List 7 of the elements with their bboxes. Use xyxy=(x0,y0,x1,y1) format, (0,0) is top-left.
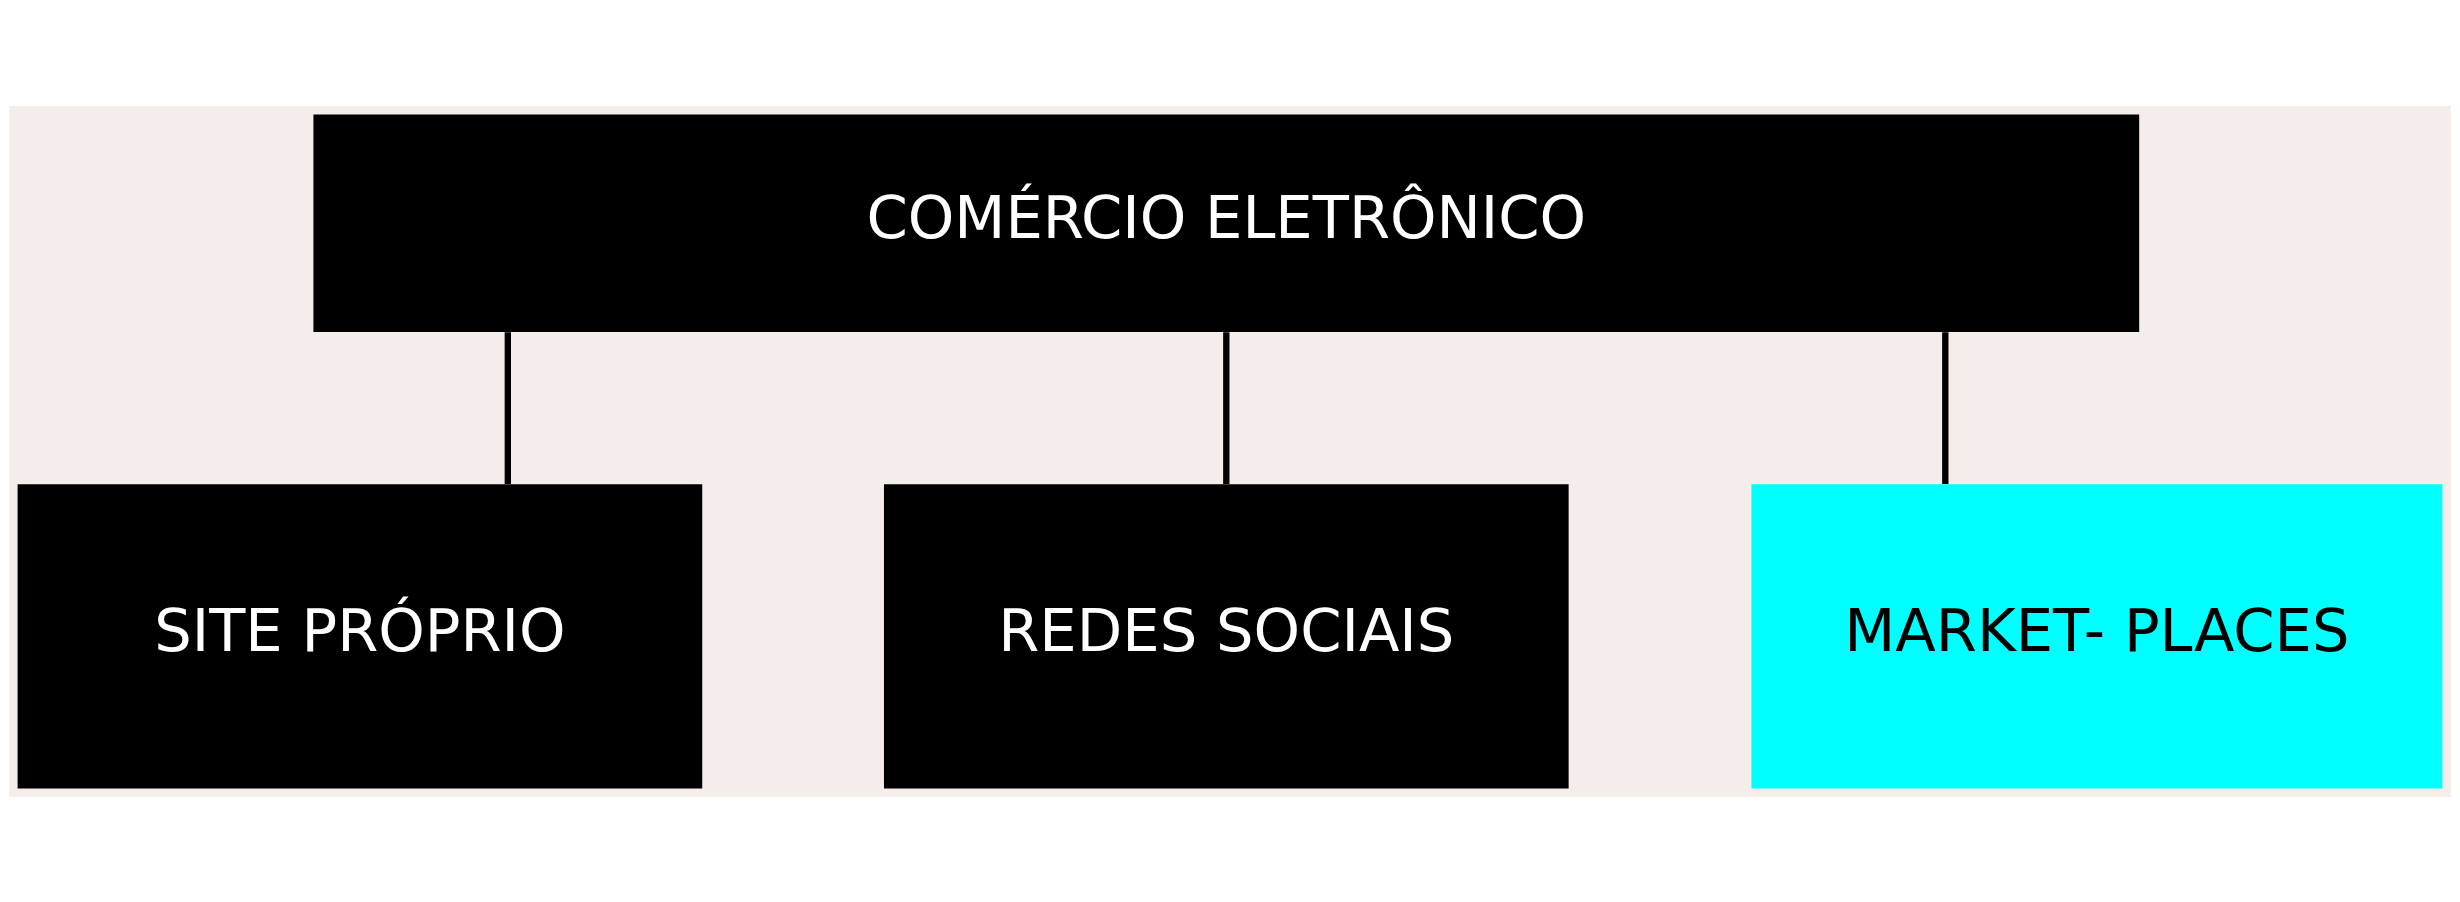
node-box: COMÉRCIO ELETRÔNICO xyxy=(313,113,2140,332)
connector xyxy=(1223,331,1230,484)
node-box: REDES SOCIAIS xyxy=(883,483,1569,789)
node-box: MARKET- PLACES xyxy=(1751,483,2443,789)
connector xyxy=(1942,331,1949,484)
connector xyxy=(504,331,511,484)
node-box: SITE PRÓPRIO xyxy=(17,483,703,789)
